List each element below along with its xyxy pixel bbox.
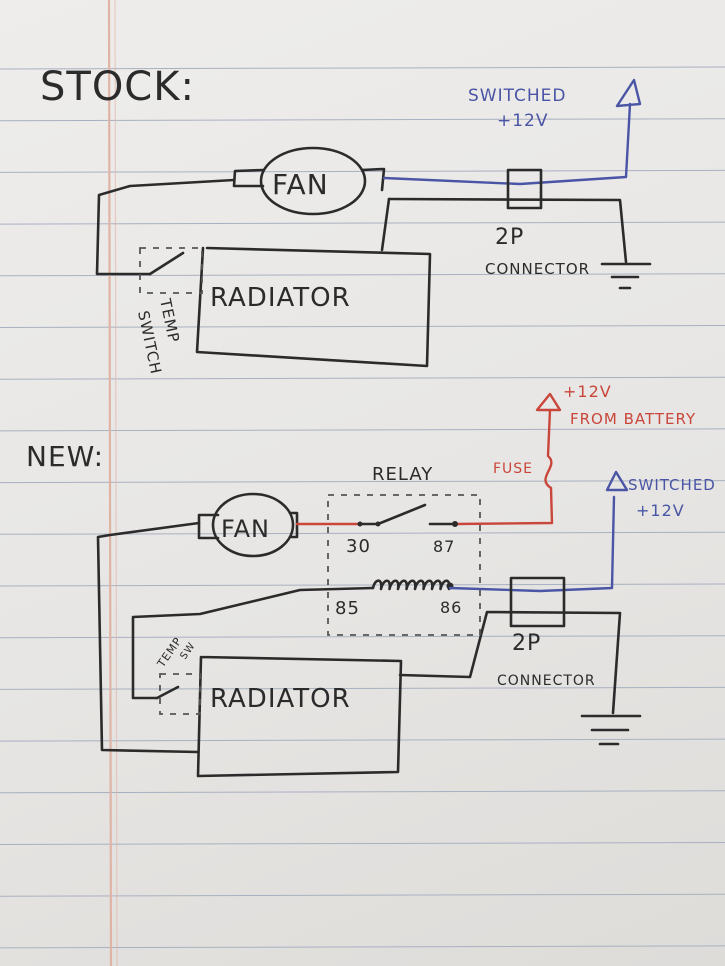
new-switched-label-1: SWITCHED bbox=[628, 476, 716, 494]
new-heading: NEW: bbox=[26, 440, 104, 473]
new-fan-left-terminal bbox=[197, 513, 220, 540]
new-wire-87-to-fuse bbox=[453, 486, 554, 526]
new-wire-switched-12v bbox=[448, 495, 616, 593]
new-temp-switch-contact-icon bbox=[155, 685, 180, 700]
margin-line-2 bbox=[114, 0, 118, 966]
stock-fan-label: FAN bbox=[272, 168, 329, 201]
ruled-line bbox=[0, 273, 725, 277]
stock-wire-ground-return bbox=[387, 197, 628, 264]
stock-radiator-box bbox=[195, 246, 432, 368]
ruled-line bbox=[0, 325, 725, 328]
new-wire-fan-to-radiator bbox=[96, 521, 201, 754]
new-fan: FAN bbox=[197, 492, 299, 558]
ruled-line bbox=[0, 480, 725, 484]
new-battery-label-1: +12V bbox=[563, 382, 612, 401]
pin-87-dot bbox=[452, 521, 458, 527]
ruled-line bbox=[0, 376, 725, 380]
new-radiator-box bbox=[196, 655, 403, 778]
new-fuse-icon bbox=[544, 408, 553, 490]
fan-left-terminal bbox=[232, 168, 265, 188]
new-relay-coil-icon bbox=[371, 579, 452, 591]
stock-fan: FAN bbox=[232, 146, 386, 216]
stock-radiator-label: RADIATOR bbox=[210, 283, 351, 313]
ruled-line bbox=[0, 428, 725, 432]
fan-right-terminal bbox=[360, 167, 386, 192]
new-fuse-label: FUSE bbox=[493, 461, 533, 477]
ruled-line bbox=[0, 738, 725, 742]
new-pin-87: 87 bbox=[433, 537, 455, 556]
ruled-line bbox=[0, 635, 725, 639]
new-connector-label-2: CONNECTOR bbox=[497, 673, 596, 689]
ruled-line bbox=[0, 945, 725, 949]
stock-temp-switch-housing bbox=[139, 247, 203, 294]
stock-wire-fan-to-switch bbox=[95, 178, 236, 276]
new-ground-icon bbox=[580, 714, 642, 746]
stock-wire-to-radiator bbox=[380, 197, 391, 252]
new-battery-label-2: FROM BATTERY bbox=[570, 410, 696, 428]
new-connector-label-1: 2P bbox=[512, 631, 541, 656]
ruled-lines bbox=[0, 66, 725, 949]
stock-switched-label-2: +12V bbox=[497, 111, 549, 131]
new-switched-arrow-icon bbox=[605, 470, 629, 492]
new-fan-label: FAN bbox=[221, 515, 270, 543]
new-radiator-label: RADIATOR bbox=[210, 684, 351, 714]
new-fan-body-icon bbox=[211, 492, 295, 558]
new-pin-85: 85 bbox=[335, 598, 360, 619]
ruled-line bbox=[0, 66, 725, 70]
fan-body-icon bbox=[259, 146, 367, 216]
new-relay-housing bbox=[327, 494, 481, 636]
new-relay-label: RELAY bbox=[372, 464, 433, 485]
ruled-line bbox=[0, 842, 725, 845]
ruled-line bbox=[0, 893, 725, 897]
stock-heading: STOCK: bbox=[40, 64, 195, 110]
new-wire-ground-return bbox=[398, 610, 622, 715]
stock-switched-arrow-icon bbox=[615, 78, 642, 108]
ruled-line bbox=[0, 790, 725, 794]
stock-switched-label-1: SWITCHED bbox=[468, 86, 567, 106]
new-relay-switch-contact-icon bbox=[358, 503, 427, 526]
margin-line bbox=[107, 0, 113, 966]
ruled-line bbox=[0, 221, 725, 225]
stock-section: STOCK: FAN SWITCHED +12V bbox=[40, 64, 652, 376]
stock-wire-switched-12v bbox=[382, 102, 632, 186]
new-2p-connector-icon bbox=[509, 576, 566, 628]
pin-30-contact-dot bbox=[375, 521, 381, 527]
ruled-line bbox=[0, 686, 725, 690]
stock-ground-icon bbox=[600, 262, 652, 290]
new-battery-arrow-icon bbox=[535, 392, 562, 412]
stock-connector-label-1: 2P bbox=[495, 225, 524, 250]
stock-temp-label-1: TEMP bbox=[156, 296, 183, 344]
ruled-line bbox=[0, 118, 725, 122]
pin-30-dot bbox=[357, 521, 363, 527]
stock-2p-connector-icon bbox=[506, 168, 543, 210]
new-switched-label-2: +12V bbox=[636, 501, 685, 520]
new-wire-85-to-tempswitch bbox=[131, 586, 375, 700]
new-pin-30: 30 bbox=[346, 536, 371, 557]
stock-temp-switch-contact-icon bbox=[148, 251, 185, 276]
stock-connector-label-2: CONNECTOR bbox=[485, 260, 590, 278]
new-section: NEW: FAN FUSE +12 bbox=[26, 382, 716, 778]
new-pin-86: 86 bbox=[440, 598, 462, 617]
ruled-line bbox=[0, 583, 725, 587]
